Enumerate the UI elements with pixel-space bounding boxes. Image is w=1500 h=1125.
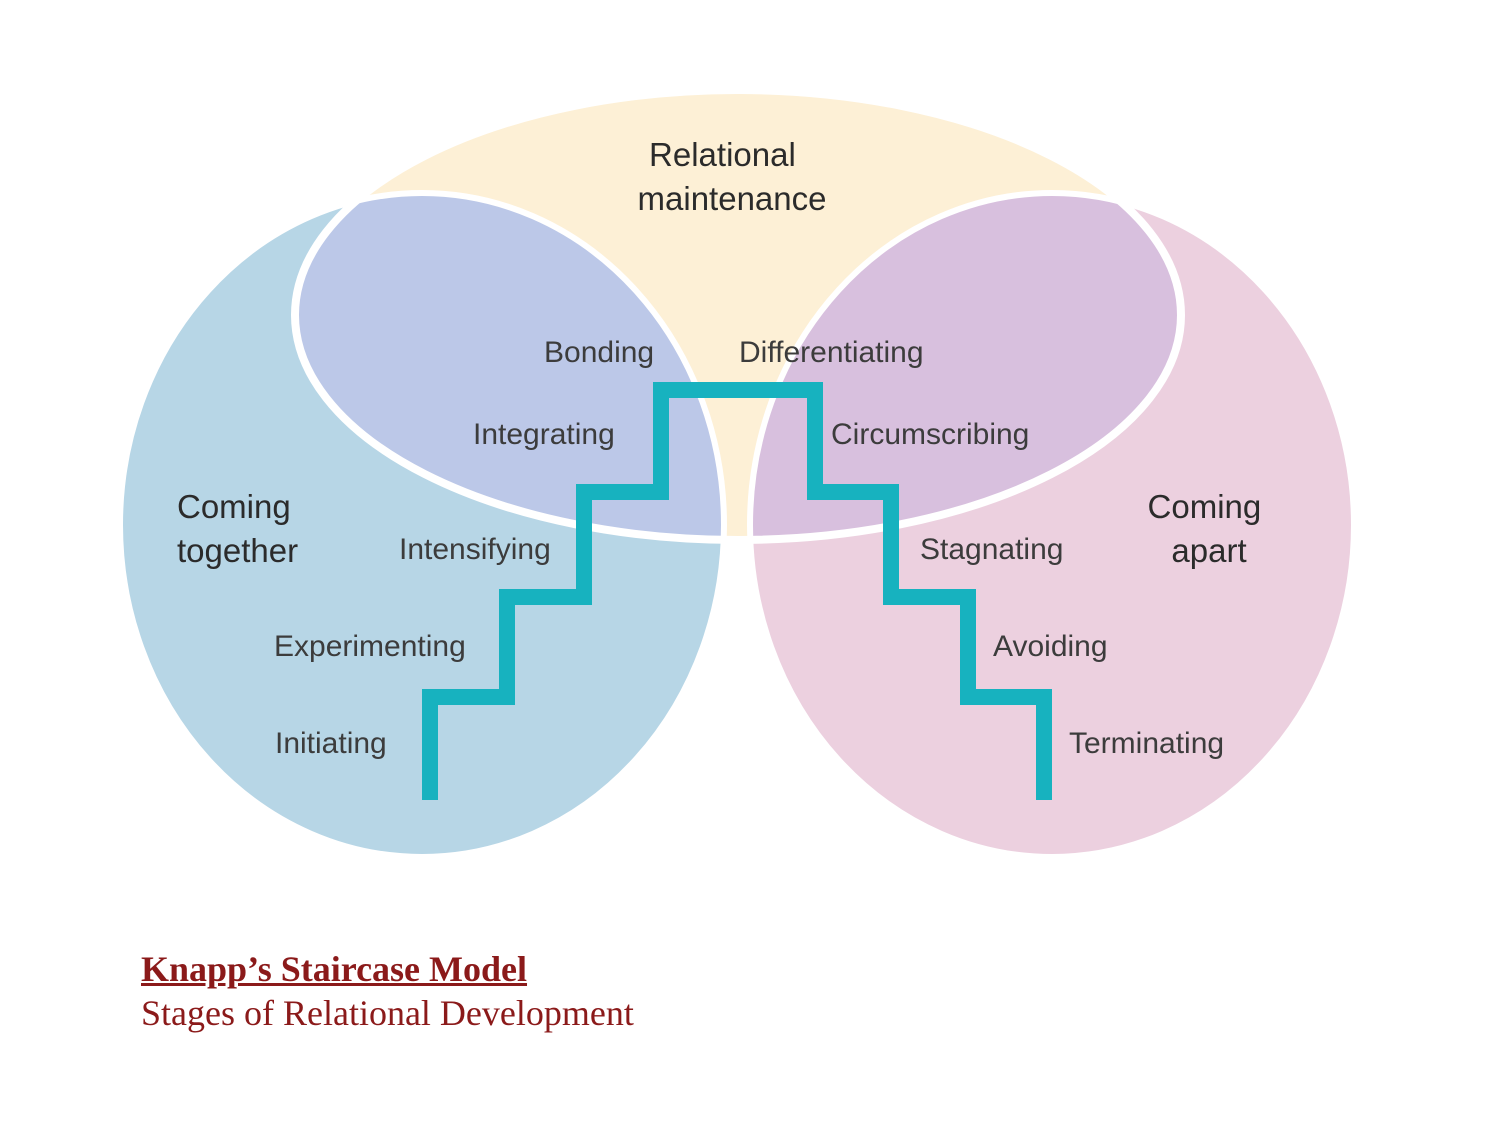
stage-experimenting: Experimenting — [274, 630, 466, 663]
coming-together-line1: Coming — [177, 488, 291, 525]
relational-maintenance-label: Relational maintenance — [638, 136, 827, 217]
coming-apart-border — [747, 190, 1357, 860]
caption: Knapp’s Staircase Model Stages of Relati… — [141, 948, 634, 1036]
stage-avoiding: Avoiding — [993, 630, 1108, 663]
coming-apart-line2: apart — [1171, 532, 1246, 569]
stage-initiating: Initiating — [275, 727, 387, 760]
coming-apart-line1: Coming — [1148, 488, 1262, 525]
coming-together-label: Coming together — [177, 488, 300, 569]
relational-maintenance-line2: maintenance — [638, 180, 827, 217]
maintenance-border — [291, 86, 1185, 544]
stage-integrating: Integrating — [473, 418, 615, 451]
stage-differentiating: Differentiating — [739, 336, 924, 369]
stage-intensifying: Intensifying — [399, 533, 551, 566]
stage-terminating: Terminating — [1069, 727, 1224, 760]
caption-title: Knapp’s Staircase Model — [141, 949, 528, 989]
coming-together-border — [117, 190, 727, 860]
stage-circumscribing: Circumscribing — [831, 418, 1029, 451]
caption-subtitle: Stages of Relational Development — [141, 993, 634, 1033]
stage-bonding: Bonding — [544, 336, 654, 369]
staircase-line — [422, 382, 1052, 800]
coming-together-line2: together — [177, 532, 298, 569]
stage-stagnating: Stagnating — [920, 533, 1063, 566]
coming-apart-label: Coming apart — [1148, 488, 1271, 569]
relational-maintenance-line1: Relational — [649, 136, 796, 173]
